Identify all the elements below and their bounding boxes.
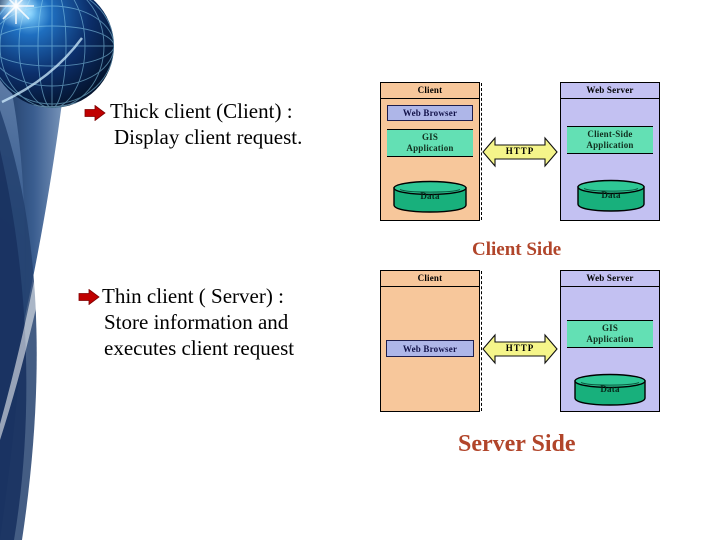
caption-server-side: Server Side [458,431,576,457]
client-data-cylinder: Data [392,180,468,213]
bullet-thin-client: Thin client ( Server) : Store informatio… [78,283,294,361]
client-boundary-dashed-line [481,271,482,411]
http-connector-arrow: HTTP [481,333,559,365]
bullet-line: executes client request [104,336,295,360]
client-boundary-dashed-line [481,83,482,220]
red-arrow-bullet-icon [78,289,100,305]
web-server-box-title: Web Server [561,271,659,287]
web-browser-box: Web Browser [386,340,474,357]
red-arrow-bullet-icon [84,105,106,121]
client-box-title: Client [381,83,479,99]
app-line: Application [586,140,634,150]
bullet-line: Thick client (Client) : [110,99,293,123]
server-data-cylinder: Data [573,373,647,406]
bullet-text-column: Thick client (Client) : Display client r… [70,0,370,540]
bullet-line: Display client request. [114,125,303,149]
bullet-line: Thin client ( Server) : [102,284,284,308]
app-line: Application [406,143,454,153]
cylinder-label: Data [601,189,621,200]
app-line: GIS [421,132,439,142]
cylinder-label: Data [600,383,620,394]
client-box-title: Client [381,271,479,287]
gis-application-box: GIS Application [567,320,653,348]
bullet-thick-client: Thick client (Client) : Display client r… [84,98,302,150]
http-label: HTTP [505,343,535,353]
web-browser-box: Web Browser [387,105,473,121]
app-line: Client-Side [587,129,633,139]
client-side-application-box: Client-Side Application [567,126,653,154]
http-label: HTTP [505,146,535,156]
server-data-cylinder: Data [576,179,646,212]
figure-client-side-architecture: Client Web Browser GIS Application Data … [380,82,660,222]
figure-server-side-architecture: Client Web Browser HTTP Web Server GIS A… [380,270,660,415]
caption-client-side: Client Side [472,239,562,260]
app-line: Application [586,334,634,344]
app-line: GIS [601,323,619,333]
web-server-box-title: Web Server [561,83,659,99]
http-connector-arrow: HTTP [481,136,559,168]
cylinder-label: Data [420,190,440,201]
bullet-line: Store information and [104,310,289,334]
gis-application-box: GIS Application [387,129,473,157]
